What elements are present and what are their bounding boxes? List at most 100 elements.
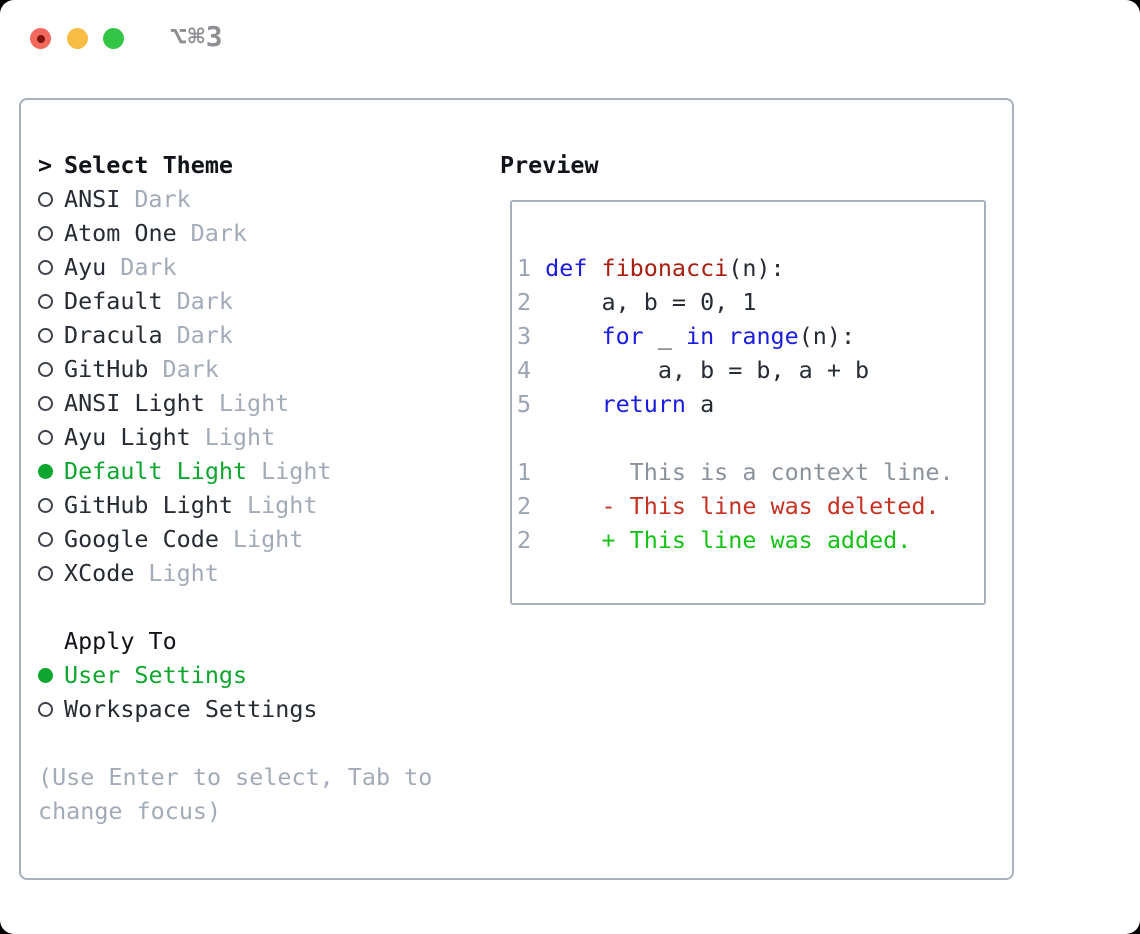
- minimize-button[interactable]: [67, 28, 88, 49]
- code-line: 2 - This line was deleted.: [517, 489, 984, 523]
- radio-marker: [38, 395, 64, 411]
- radio-unselected-icon: [38, 259, 53, 275]
- code-token: return: [601, 390, 687, 418]
- radio-marker: [38, 429, 64, 445]
- right-column: Preview 1 def fibonacci(n):2 a, b = 0, 1…: [500, 148, 986, 605]
- line-number: 4: [517, 356, 546, 384]
- code-token: (n):: [728, 254, 785, 282]
- code-line: 2 + This line was added.: [517, 523, 984, 557]
- code-token: in: [686, 322, 715, 350]
- code-token: fibonacci: [601, 254, 729, 282]
- titlebar: ⌥⌘3: [0, 0, 1140, 70]
- theme-option-label: Google Code: [64, 525, 219, 553]
- code-token: [545, 322, 601, 350]
- radio-unselected-icon: [38, 293, 53, 309]
- theme-option-label: GitHub: [64, 355, 149, 383]
- theme-option-label: ANSI Light: [64, 389, 205, 417]
- zoom-button[interactable]: [103, 28, 124, 49]
- theme-option[interactable]: ANSI Light Light: [38, 386, 470, 420]
- theme-option-label: Ayu: [64, 253, 107, 281]
- theme-option[interactable]: GitHub Dark: [38, 352, 470, 386]
- variant-tag: Light: [204, 423, 276, 451]
- select-theme-heading: Select Theme: [64, 151, 233, 179]
- code-token: + This line was added.: [545, 526, 912, 554]
- radio-marker: [38, 701, 64, 717]
- variant-tag: Dark: [134, 185, 191, 213]
- theme-option[interactable]: Google Code Light: [38, 522, 470, 556]
- radio-marker: [38, 463, 64, 479]
- code-token: (n):: [798, 322, 856, 350]
- radio-selected-icon: [38, 463, 53, 479]
- variant-tag: Dark: [162, 355, 219, 383]
- theme-option-label: ANSI: [64, 185, 121, 213]
- unsaved-changes-dot: [36, 34, 45, 43]
- variant-tag: Light: [218, 389, 290, 417]
- radio-unselected-icon: [38, 701, 53, 717]
- code-token: def: [545, 254, 602, 282]
- apply-to-option[interactable]: Workspace Settings: [38, 692, 470, 726]
- code-token: - This line was deleted.: [545, 492, 940, 520]
- apply-to-option[interactable]: User Settings: [38, 658, 470, 692]
- radio-unselected-icon: [38, 191, 53, 207]
- apply-to-header-row: Apply To: [38, 624, 470, 658]
- radio-marker: [38, 497, 64, 513]
- theme-option[interactable]: ANSI Dark: [38, 182, 470, 216]
- code-token: [714, 322, 728, 350]
- radio-selected-icon: [38, 667, 53, 683]
- variant-tag: Dark: [176, 287, 233, 315]
- code-line: 4 a, b = b, a + b: [517, 353, 984, 387]
- window-title: ⌥⌘3: [170, 20, 224, 53]
- apply-to-heading: Apply To: [64, 627, 177, 655]
- radio-unselected-icon: [38, 361, 53, 377]
- code-line: 3 for _ in range(n):: [517, 319, 984, 353]
- code-token: [545, 390, 601, 418]
- line-number: 1: [517, 254, 546, 282]
- variant-tag: Dark: [120, 253, 177, 281]
- radio-unselected-icon: [38, 225, 53, 241]
- radio-unselected-icon: [38, 327, 53, 343]
- code-token: This is a context line.: [545, 458, 954, 486]
- variant-tag: Light: [148, 559, 219, 587]
- code-token: for: [601, 322, 644, 350]
- code-line: 5 return a: [517, 387, 984, 421]
- variant-tag: Light: [261, 457, 332, 485]
- spacer: [38, 590, 470, 624]
- variant-tag: Dark: [176, 321, 233, 349]
- radio-marker: [38, 259, 64, 275]
- code-token: a, b = 0, 1: [545, 288, 757, 316]
- theme-option-label: Atom One: [64, 219, 177, 247]
- theme-option-label: Dracula: [64, 321, 163, 349]
- line-number: 2: [517, 492, 546, 520]
- line-number: 2: [517, 288, 546, 316]
- theme-option[interactable]: Ayu Light Light: [38, 420, 470, 454]
- theme-option[interactable]: Ayu Dark: [38, 250, 470, 284]
- radio-unselected-icon: [38, 531, 53, 547]
- line-number: 3: [517, 322, 546, 350]
- help-text: (Use Enter to select, Tab to change focu…: [38, 763, 433, 825]
- preview-header-row: Preview: [500, 148, 986, 182]
- variant-tag: Light: [247, 491, 318, 519]
- close-button[interactable]: [30, 28, 51, 49]
- code-line: 2 a, b = 0, 1: [517, 285, 984, 319]
- theme-option[interactable]: Dracula Dark: [38, 318, 470, 352]
- theme-option-label: Ayu Light: [64, 423, 191, 451]
- variant-tag: Light: [232, 525, 304, 553]
- theme-option-label: XCode: [64, 559, 135, 587]
- line-number: 1: [517, 458, 546, 486]
- select-theme-header-row: > Select Theme: [38, 148, 470, 182]
- theme-option[interactable]: XCode Light: [38, 556, 470, 590]
- radio-marker: [38, 667, 64, 683]
- code-line: 1 This is a context line.: [517, 455, 984, 489]
- radio-unselected-icon: [38, 497, 53, 513]
- radio-marker: [38, 565, 64, 581]
- line-number: 2: [517, 526, 546, 554]
- radio-marker: [38, 327, 64, 343]
- radio-marker: [38, 361, 64, 377]
